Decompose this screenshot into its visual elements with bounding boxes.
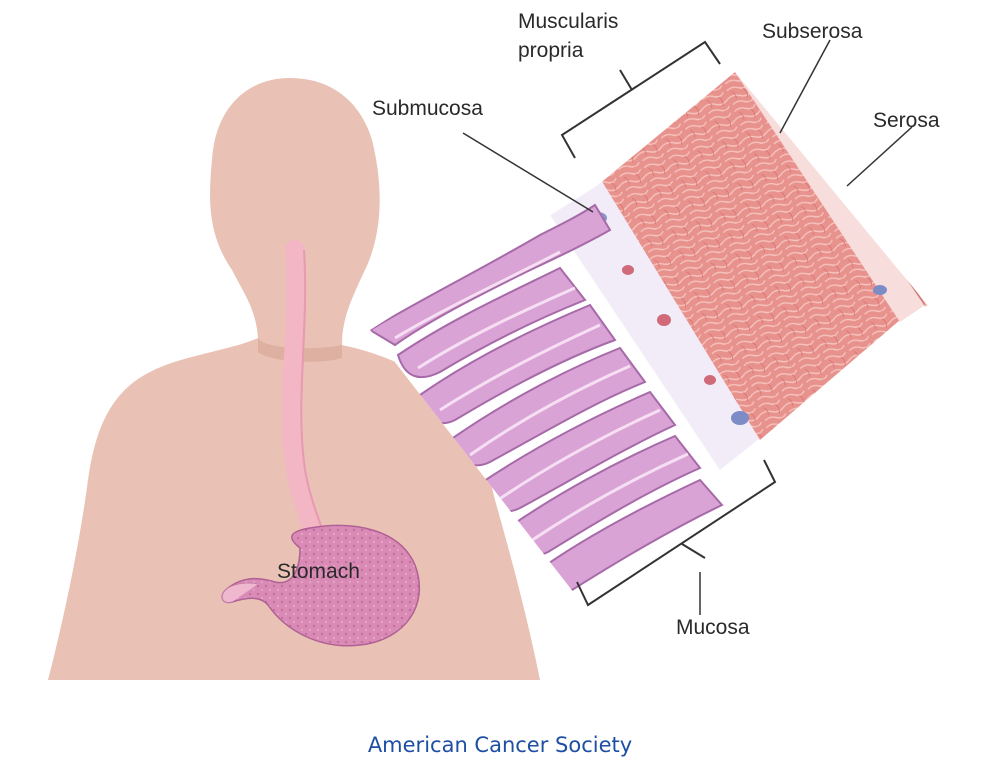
label-serosa: Serosa xyxy=(873,109,940,132)
label-mucosa: Mucosa xyxy=(676,616,750,639)
label-muscularis-propria-line1: Muscularis xyxy=(518,10,618,33)
label-stomach: Stomach xyxy=(277,560,360,583)
label-submucosa: Submucosa xyxy=(372,97,483,120)
credit-text: American Cancer Society xyxy=(0,733,1000,757)
label-muscularis-propria-line2: propria xyxy=(518,39,584,62)
label-subserosa: Subserosa xyxy=(762,20,863,43)
